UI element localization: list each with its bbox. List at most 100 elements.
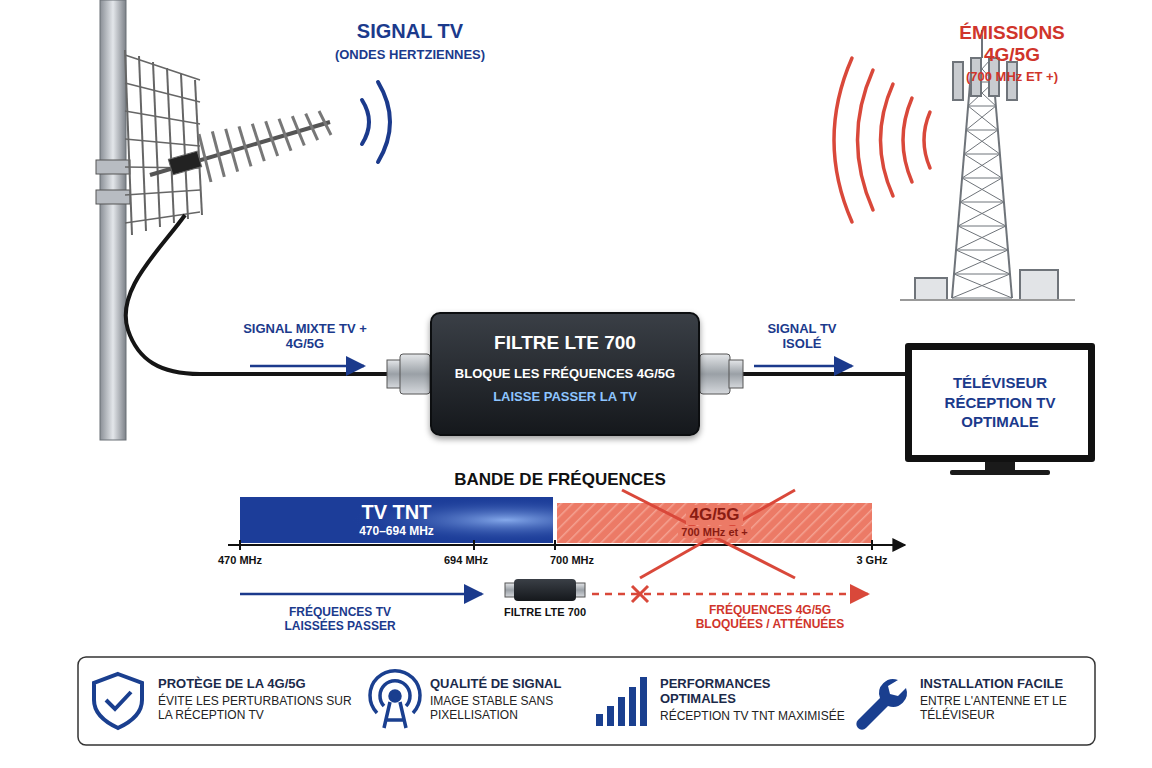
- drawing-part: [985, 462, 1015, 471]
- label-text: FRÉQUENCES TV LAISSÉES PASSER: [265, 606, 415, 634]
- drawing-part: [952, 274, 1010, 298]
- drawing-part: [226, 129, 238, 172]
- drawing-part: [966, 130, 1000, 154]
- drawing-part: [900, 299, 1075, 301]
- feature-item: QUALITÉ DE SIGNALIMAGE STABLE SANS PIXEL…: [430, 676, 586, 734]
- frequency-bands: [228, 490, 905, 578]
- drawing-part: [607, 706, 614, 726]
- drawing-part: [390, 691, 400, 701]
- drawing-part: [240, 497, 553, 543]
- drawing-part: [903, 98, 912, 182]
- drawing-part: [150, 122, 330, 175]
- drawing-part: [962, 178, 1004, 202]
- tv-stand: [950, 462, 1050, 475]
- drawing-part: [370, 671, 420, 713]
- drawing-part: [622, 490, 795, 578]
- drawing-part: [966, 130, 998, 131]
- drawing-part: [958, 226, 1008, 250]
- drawing-part: [1020, 270, 1058, 300]
- drawing-part: [181, 74, 188, 219]
- label-text: 3 GHz: [856, 554, 887, 567]
- label-text: FRÉQUENCES 4G/5G BLOQUÉES / ATTÉNUÉES: [680, 604, 860, 632]
- drawing-part: [292, 116, 304, 145]
- drawing-part: [139, 56, 146, 231]
- drawing-part: [212, 131, 224, 176]
- drawing-part: [952, 298, 1012, 299]
- broadcast-icon: [370, 671, 420, 728]
- drawing-part: [78, 657, 1095, 745]
- tv-screen: TÉLÉVISEUR RÉCEPTION TV OPTIMALE: [905, 343, 1095, 462]
- node-text: 700 MHz et +: [678, 526, 750, 538]
- drawing-part: [473, 540, 475, 550]
- drawing-part: [924, 112, 930, 168]
- drawing-part: [505, 583, 515, 597]
- drawing-part: [100, 0, 126, 440]
- drawing-part: [596, 714, 603, 726]
- drawing-part: [700, 354, 730, 394]
- drawing-part: [968, 106, 998, 130]
- drawing-part: [167, 68, 174, 223]
- drawing-part: [125, 55, 200, 80]
- drawing-part: [640, 677, 647, 726]
- label-text: BANDE DE FRÉQUENCES: [454, 470, 666, 490]
- lte-waves: [834, 58, 930, 222]
- drawing-part: [952, 60, 972, 298]
- drawing-part: [834, 58, 852, 222]
- drawing-part: [962, 154, 1000, 178]
- drawing-part: [199, 134, 211, 182]
- drawing-part: [956, 250, 1008, 251]
- drawing-part: [632, 586, 648, 602]
- drawing-part: [575, 583, 585, 597]
- drawing-part: [968, 106, 996, 107]
- filter-box: FILTRE LTE 700BLOQUE LES FRÉQUENCES 4G/5…: [430, 312, 700, 436]
- label-text: ÉMISSIONS 4G/5G: [937, 22, 1087, 66]
- drawing-part: [240, 593, 482, 596]
- drawing-part: [279, 119, 291, 151]
- drawing-part: [168, 151, 201, 175]
- feature-item: PERFORMANCES OPTIMALESRÉCEPTION TV TNT M…: [660, 676, 845, 734]
- drawing-part: [266, 121, 278, 156]
- label-text: 694 MHz: [444, 554, 488, 567]
- drawing-part: [319, 111, 331, 135]
- node-heading: FILTRE LTE 700: [442, 332, 688, 354]
- node-text: 470–694 MHz: [240, 524, 553, 538]
- drawing-part: [96, 160, 130, 174]
- drawing-part: [557, 503, 872, 543]
- drawing-part: [514, 579, 576, 601]
- wrench-icon: [856, 679, 907, 730]
- drawing-part: [125, 111, 200, 124]
- drawing-part: [956, 250, 1010, 274]
- drawing-part: [953, 62, 963, 100]
- drawing-part: [966, 106, 996, 130]
- drawing-part: [960, 202, 1004, 203]
- drawing-part: [964, 130, 998, 154]
- node-heading: TÉLÉVISEUR RÉCEPTION TV OPTIMALE: [935, 373, 1065, 432]
- drawing-part: [954, 274, 1012, 298]
- drawing-part: [240, 497, 553, 543]
- drawing-part: [96, 190, 130, 204]
- node-text: ENTRE L'ANTENNE ET LE TÉLÉVISEUR: [920, 694, 1088, 723]
- drawing-part: [228, 544, 905, 546]
- label-text: 700 MHz: [550, 554, 594, 567]
- drawing-part: [958, 202, 1004, 226]
- drawing-part: [729, 360, 743, 388]
- drawing-part: [956, 226, 1006, 250]
- filter-flow: [240, 579, 868, 602]
- label-text: SIGNAL TV: [357, 20, 463, 43]
- drawing-part: [958, 226, 1006, 227]
- drawing-part: [915, 278, 947, 300]
- node-text: LAISSE PASSER LA TV: [442, 389, 688, 404]
- drawing-part: [250, 365, 364, 368]
- node-heading: PERFORMANCES OPTIMALES: [660, 676, 845, 706]
- antenna-cable: [126, 215, 387, 374]
- node-heading: PROTÈGE DE LA 4G/5G: [158, 676, 354, 691]
- drawing-part: [380, 681, 410, 706]
- node-heading: INSTALLATION FACILE: [920, 676, 1088, 691]
- drawing-part: [754, 365, 852, 368]
- drawing-part: [125, 190, 200, 195]
- drawing-part: [125, 50, 132, 235]
- feature-item: INSTALLATION FACILE ENTRE L'ANTENNE ET LE…: [920, 676, 1088, 734]
- label-text: FILTRE LTE 700: [504, 606, 586, 619]
- drawing-part: [629, 687, 636, 726]
- node-heading: QUALITÉ DE SIGNAL: [430, 676, 586, 691]
